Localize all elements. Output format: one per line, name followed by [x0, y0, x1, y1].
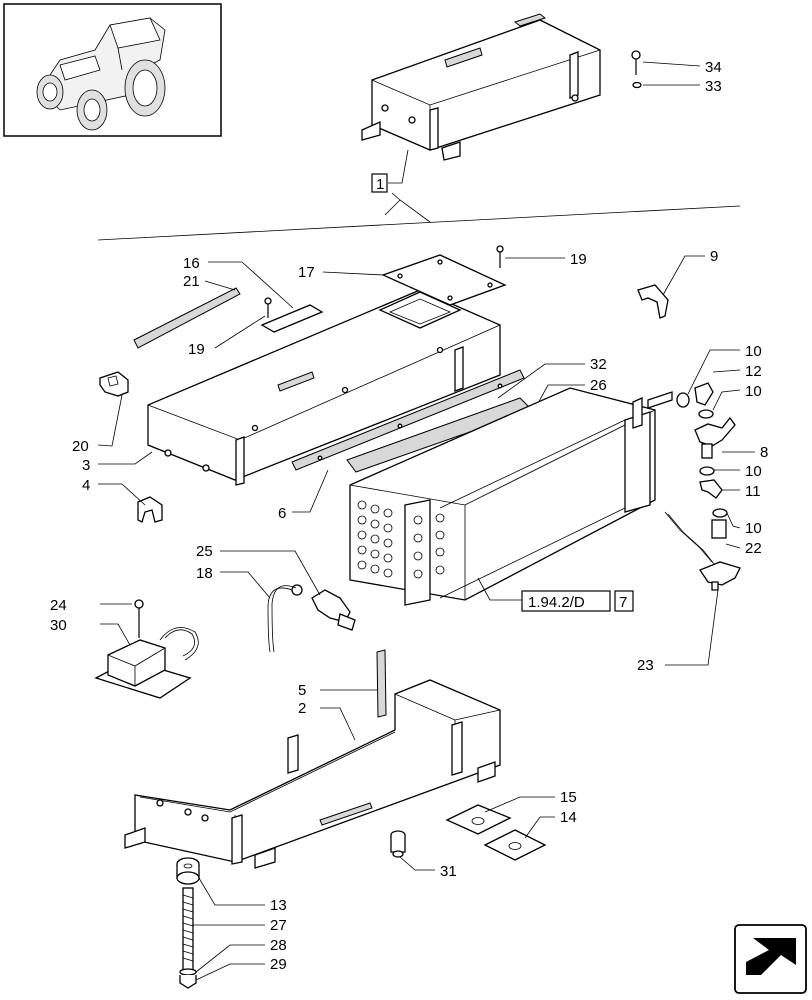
callout-23: 23 [637, 657, 654, 674]
screw-19-right [496, 245, 504, 268]
callout-22: 22 [745, 540, 762, 557]
clip-20 [99, 371, 129, 397]
callout-10-a: 10 [745, 343, 762, 360]
callout-8: 8 [760, 444, 768, 461]
callout-34: 34 [705, 59, 722, 76]
callout-32: 32 [590, 356, 607, 373]
next-page-arrow-icon[interactable] [734, 924, 807, 994]
seal-strip-5 [376, 649, 387, 718]
seal-strip-6 [291, 369, 525, 471]
callout-26: 26 [590, 377, 607, 394]
callout-15: 15 [560, 789, 577, 806]
callout-30: 30 [50, 617, 67, 634]
callout-2: 2 [298, 700, 306, 717]
clip-9 [637, 284, 669, 319]
callout-19-right: 19 [570, 251, 587, 268]
callout-10-d: 10 [745, 520, 762, 537]
bolt-34-icon [631, 50, 642, 89]
callout-16: 16 [183, 255, 200, 272]
callout-1: 1 [376, 176, 384, 193]
assembled-heater-unit [361, 13, 601, 161]
cover-plate-17 [381, 254, 507, 306]
callout-33: 33 [705, 78, 722, 95]
callout-27: 27 [270, 917, 287, 934]
screw-19-left [264, 297, 272, 318]
temperature-sensor-25 [267, 584, 356, 653]
callout-31: 31 [440, 863, 457, 880]
clip-4 [137, 496, 163, 523]
plate-15 [445, 804, 512, 835]
callout-12: 12 [745, 363, 762, 380]
reference-sheet: 1.94.2/D [528, 594, 585, 611]
callout-10-b: 10 [745, 383, 762, 400]
reference-page: 7 [619, 594, 627, 611]
plate-16 [260, 304, 324, 333]
callout-6: 6 [278, 505, 286, 522]
callout-28: 28 [270, 937, 287, 954]
callout-5: 5 [298, 682, 306, 699]
plate-14 [483, 829, 547, 861]
callout-10-c: 10 [745, 463, 762, 480]
callout-29: 29 [270, 956, 287, 973]
callout-4: 4 [82, 477, 90, 494]
heater-core [349, 387, 673, 606]
tractor-thumbnail-icon[interactable] [3, 3, 222, 137]
callout-13: 13 [270, 897, 287, 914]
valve-assembly [664, 382, 741, 591]
callout-21: 21 [183, 273, 200, 290]
separator-line [97, 205, 741, 241]
thermostat-30 [94, 599, 199, 699]
mounting-stud-assembly [176, 857, 200, 989]
callout-17: 17 [298, 264, 315, 281]
callout-25: 25 [196, 543, 213, 560]
callout-9: 9 [710, 248, 718, 265]
grommet-31 [390, 830, 406, 858]
callout-19-left: 19 [188, 341, 205, 358]
callout-24: 24 [50, 597, 67, 614]
item-1-box [371, 173, 388, 193]
reference-sheet-box[interactable] [521, 590, 611, 612]
callout-20: 20 [72, 438, 89, 455]
seal-strip-21 [133, 287, 241, 349]
callout-3: 3 [82, 457, 90, 474]
reference-page-box[interactable] [614, 590, 634, 612]
callout-11: 11 [745, 483, 761, 500]
lower-tray-housing [124, 679, 501, 869]
callout-18: 18 [196, 565, 213, 582]
callout-14: 14 [560, 809, 577, 826]
